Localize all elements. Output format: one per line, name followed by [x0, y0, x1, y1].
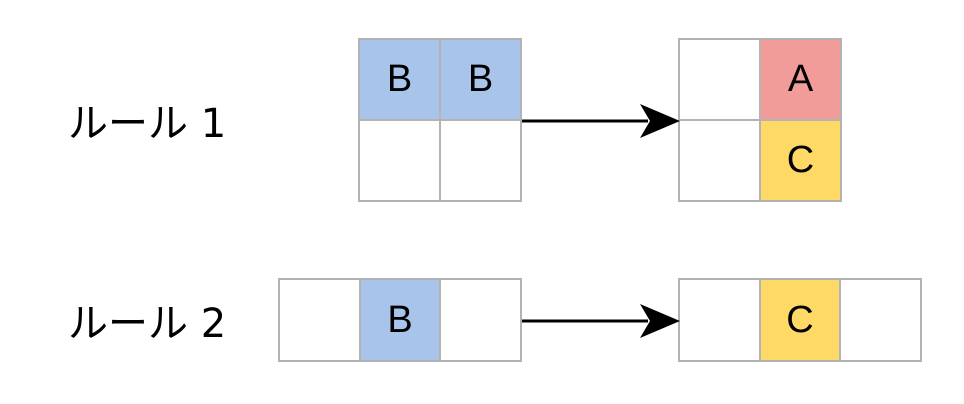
rule-2-output-cell — [680, 280, 759, 360]
rule-1-output-cell: C — [761, 121, 840, 200]
rule-1-input-cell: B — [360, 40, 439, 119]
rule-2-output-cell — [841, 280, 920, 360]
rule-1-input-cell — [441, 121, 520, 200]
rule-1-input-cell — [360, 121, 439, 200]
rule-1-arrow — [522, 104, 680, 138]
rule-1-output-cell — [680, 40, 759, 119]
rule-2-input-cell: B — [360, 280, 440, 360]
rule-2-input-grid: B — [278, 278, 522, 362]
rule-2-input-cell — [441, 280, 520, 360]
rule-2-output-grid: C — [678, 278, 922, 362]
rule-1-output-grid: A C — [678, 38, 842, 202]
rule-2-label: ルール 2 — [68, 301, 227, 347]
rule-1-label: ルール 1 — [68, 101, 227, 147]
rule-2-output-cell: C — [760, 280, 840, 360]
rule-1-input-grid: B B — [358, 38, 522, 202]
rule-2-input-cell — [280, 280, 359, 360]
rule-1-input-cell: B — [441, 40, 520, 119]
rule-2-arrow — [522, 304, 680, 338]
rule-1-output-cell: A — [761, 40, 840, 119]
rule-1-output-cell — [680, 121, 759, 200]
